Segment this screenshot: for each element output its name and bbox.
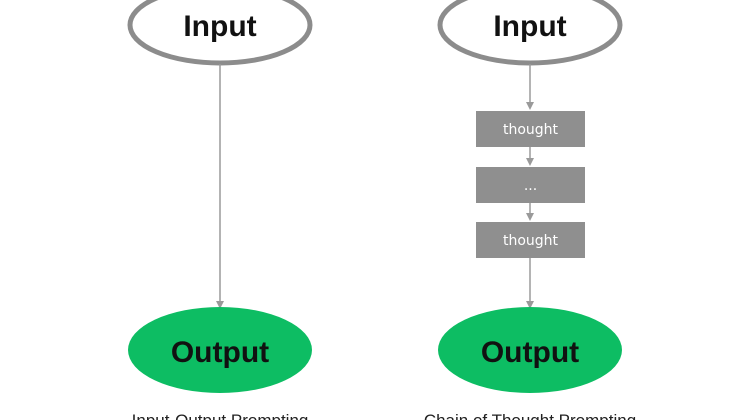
thought-box-2: [476, 167, 585, 203]
io-prompting-diagram: Input Output Input-Output Prompting: [127, 0, 313, 420]
thought-box-3: [476, 222, 585, 258]
right-input-label: Input: [493, 10, 566, 43]
left-input-node: [127, 0, 313, 66]
right-caption: Chain of Thought Prompting: [424, 411, 636, 420]
right-input-node: [437, 0, 623, 66]
thought-box-1-label: thought: [503, 122, 559, 138]
thought-box-3-label: thought: [503, 233, 559, 249]
thought-box-1: [476, 111, 585, 147]
left-input-label: Input: [183, 10, 256, 43]
right-output-label: Output: [481, 336, 579, 369]
thought-box-2-label: ...: [524, 178, 537, 194]
right-output-node: [438, 307, 622, 393]
left-output-node: [128, 307, 312, 393]
cot-prompting-diagram: Input thought ... thought Output Chain o…: [424, 0, 636, 420]
left-caption: Input-Output Prompting: [132, 411, 309, 420]
left-output-label: Output: [171, 336, 269, 369]
